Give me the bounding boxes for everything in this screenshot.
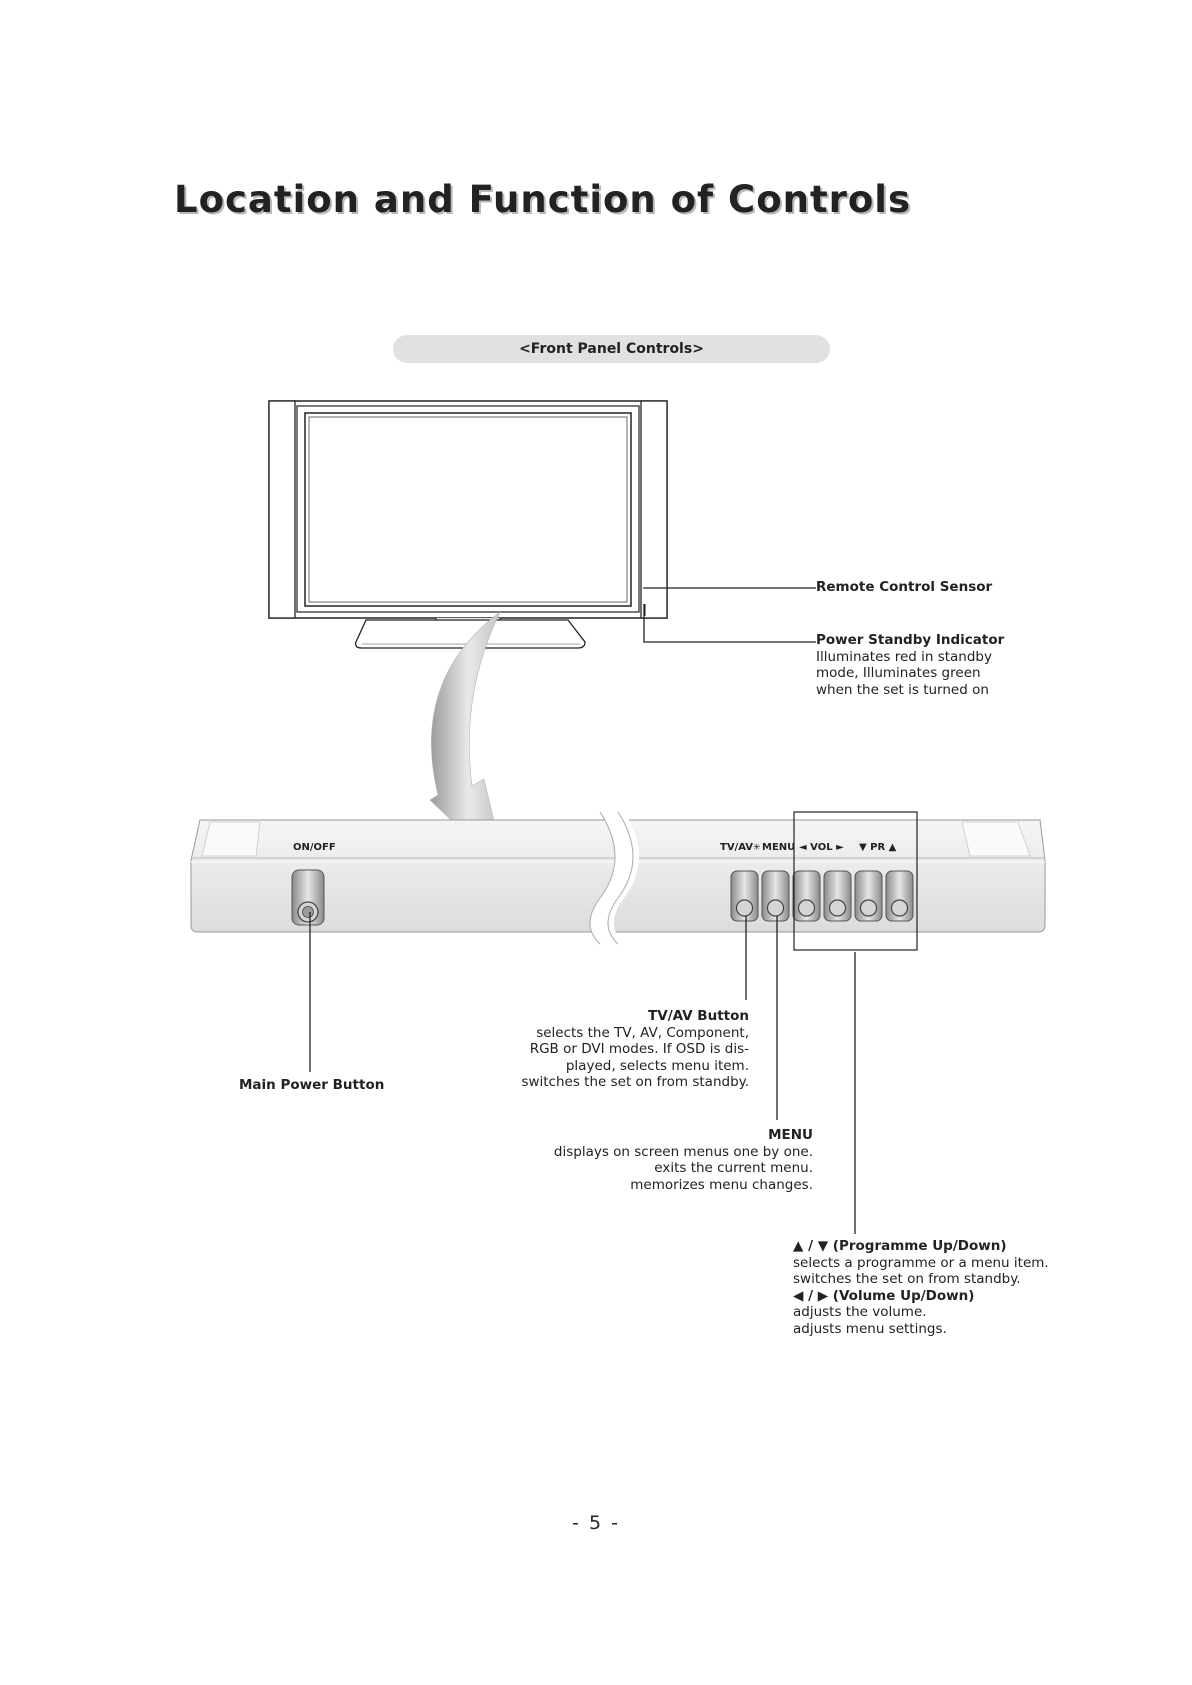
panel-label-pr: ▼ PR ▲ [859,842,897,853]
menu-callout: MENU displays on screen menus one by one… [554,1127,813,1193]
page-title: Location and Function of Controls [174,178,912,221]
tvav-button-line: RGB or DVI modes. If OSD is dis- [529,1041,749,1057]
tvav-button-line: selects the TV, AV, Component, [536,1024,749,1041]
menu-title: MENU [768,1127,813,1143]
volume-line: adjusts the volume. [793,1304,927,1320]
panel-label-menu: MENU [762,842,796,853]
programme-title: ▲ / ▼ (Programme Up/Down) [793,1238,1007,1254]
remote-sensor-title: Remote Control Sensor [816,579,993,595]
standby-indicator-title: Power Standby Indicator [816,632,1005,648]
tv-illustration [268,400,668,649]
standby-indicator-callout: Power Standby Indicator Illuminates red … [816,632,1004,698]
volume-line: adjusts menu settings. [793,1320,947,1337]
page-number: - 5 - [572,1512,620,1534]
programme-line: selects a programme or a menu item. [793,1254,1049,1271]
tvav-button-title: TV/AV Button [648,1008,749,1024]
tvav-button-line: played, selects menu item. [565,1057,749,1074]
menu-line: exits the current menu. [654,1160,813,1176]
leader-lines [309,587,856,1234]
programme-line: switches the set on from standby. [793,1271,1021,1287]
standby-indicator-line: mode, Illuminates green [816,665,981,681]
tvav-button-callout: TV/AV Button selects the TV, AV, Compone… [521,1008,749,1091]
volume-title: ◀ / ▶ (Volume Up/Down) [793,1287,975,1304]
pr-vol-callout: ▲ / ▼ (Programme Up/Down) selects a prog… [793,1238,1049,1337]
main-power-title: Main Power Button [239,1077,385,1093]
standby-indicator-line: Illuminates red in standby [816,648,992,665]
panel-label-tvav: TV/AV✳ [720,842,761,853]
control-panel-illustration [190,811,1046,951]
menu-line: memorizes menu changes. [630,1176,813,1193]
standby-indicator-line: when the set is turned on [816,681,989,698]
panel-label-tvav-text: TV/AV [720,842,754,853]
tvav-button-line: switches the set on from standby. [521,1074,749,1090]
panel-label-on-off: ON/OFF [293,842,336,853]
sensor-star-icon: ✳ [753,843,761,853]
panel-label-vol: ◄ VOL ► [799,842,844,853]
panel-button-group [730,870,914,922]
menu-line: displays on screen menus one by one. [553,1143,813,1160]
section-label: <Front Panel Controls> [393,335,830,363]
